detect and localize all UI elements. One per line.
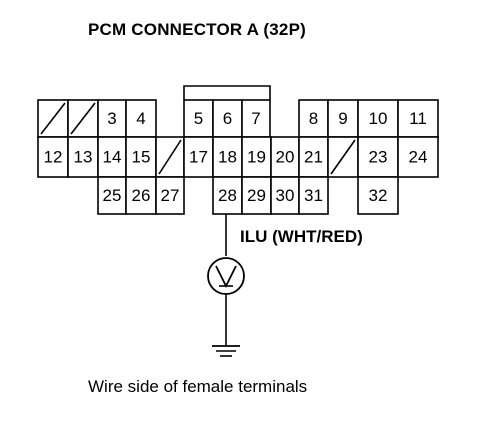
pin-cell-14: 14 [97,136,127,178]
pin-label: 21 [304,147,323,166]
pin-cell-21: 21 [298,136,329,178]
empty-cavity [37,99,69,138]
empty-cavity-slash [158,139,182,175]
pin-cell-31: 31 [298,176,329,215]
pin-cell-32: 32 [357,176,399,215]
empty-cavity-slash [330,139,356,175]
diagram-title: PCM CONNECTOR A (32P) [88,20,306,39]
pin-cell-12: 12 [37,136,69,178]
pin-label: 19 [247,147,266,166]
pin-cell-9: 9 [327,99,359,138]
pin-cell-8: 8 [298,99,329,138]
pin-cell-17: 17 [183,136,214,178]
pin-label: 4 [136,109,145,128]
pin-label: 26 [132,186,151,205]
empty-cavity [67,99,99,138]
pin-label: 20 [276,147,295,166]
pin-label: 9 [338,109,347,128]
empty-cavity-slash [40,102,66,135]
pin-cell-26: 26 [125,176,157,215]
pin-label: 25 [103,186,122,205]
voltmeter-icon [207,257,245,295]
pin-label: 10 [369,109,388,128]
pin-cell-3: 3 [97,99,127,138]
pin-label: 13 [74,147,93,166]
pin-cell-30: 30 [270,176,300,215]
pin-label: 23 [369,147,388,166]
pin-label: 28 [218,186,237,205]
pin-label: 11 [409,109,427,128]
pin-label: 3 [107,109,116,128]
pin-label: 27 [161,186,180,205]
pin-cell-11: 11 [397,99,439,138]
pin-cell-28: 28 [212,176,243,215]
pin-cell-13: 13 [67,136,99,178]
pin-label: 32 [369,186,388,205]
diagram-caption: Wire side of female terminals [88,377,308,396]
pin-cell-10: 10 [357,99,399,138]
pin-label: 31 [304,186,323,205]
pin-cell-25: 25 [97,176,127,215]
pin-cell-19: 19 [241,136,272,178]
pin-label: 29 [247,186,266,205]
pin-cell-23: 23 [357,136,399,178]
pin-label: 17 [189,147,208,166]
pin-label: 15 [132,147,151,166]
pin-cell-7: 7 [241,99,271,138]
pin-label: 12 [44,147,63,166]
empty-cavity [327,136,359,178]
pin-cell-29: 29 [241,176,272,215]
pin-label: 5 [194,109,203,128]
ground-icon [212,345,240,357]
empty-cavity [155,136,185,178]
pin-label: 8 [309,109,318,128]
pin-cell-6: 6 [212,99,243,138]
pin-label: 6 [223,109,232,128]
pin-cell-5: 5 [183,99,214,138]
pin-label: 18 [218,147,237,166]
pin-label: 14 [103,147,122,166]
pin-label: 24 [409,147,428,166]
wire-label: ILU (WHT/RED) [240,227,363,246]
pin-label: 7 [251,109,260,128]
empty-cavity-slash [70,102,96,135]
pin-cell-4: 4 [125,99,157,138]
pin-cell-27: 27 [155,176,185,215]
pin-cell-18: 18 [212,136,243,178]
pin-cell-20: 20 [270,136,300,178]
pin-cell-24: 24 [397,136,439,178]
pin-label: 30 [276,186,295,205]
connector-key-outline [183,85,271,100]
pin-cell-15: 15 [125,136,157,178]
